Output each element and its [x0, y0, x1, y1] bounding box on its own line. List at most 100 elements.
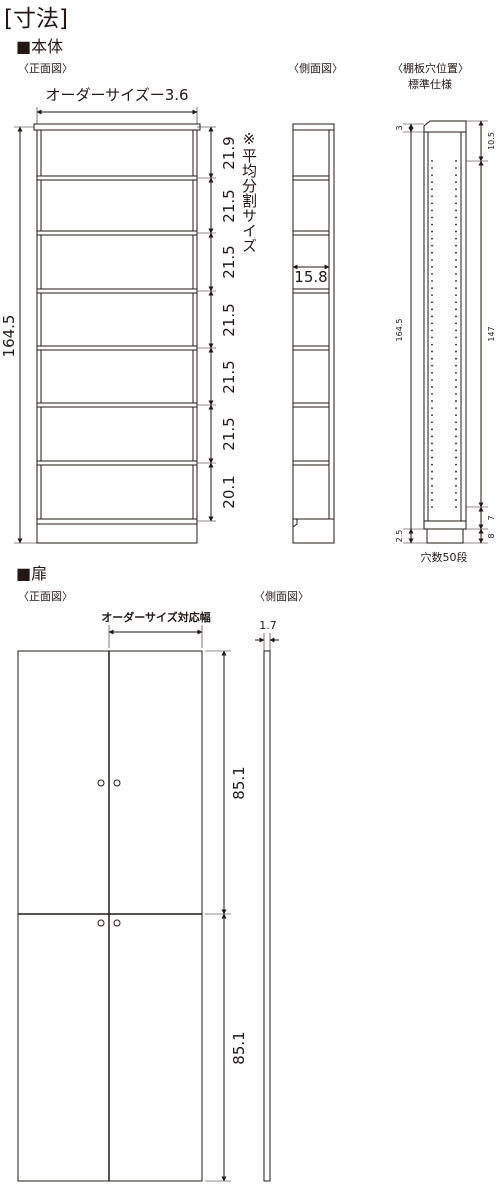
shelf-hole-dot: [455, 491, 457, 494]
shelf-hole-dot: [455, 407, 457, 410]
shelf-hole-dot: [455, 414, 457, 417]
shelf-hole-dot: [455, 456, 457, 459]
shelf-hole-dot: [431, 357, 433, 360]
door-knob-upper-right: [113, 779, 121, 787]
shelf-hole-dot: [431, 160, 433, 162]
shelf-hole-dot: [431, 251, 433, 254]
shelf-hole-label: 〈棚板穴位置〉: [392, 61, 469, 75]
shelf-spacing-2: 21.5: [220, 189, 238, 222]
door-knob-upper-left: [97, 779, 105, 787]
shelf-hole-dot: [455, 322, 457, 325]
shelf-hole-dot: [431, 237, 433, 240]
shelf-hole-dot: [431, 435, 433, 438]
shelf-hole-dot: [431, 484, 433, 487]
shelf-hole-dot: [455, 379, 457, 381]
door-upper-height: 85.1: [230, 766, 248, 799]
shelf-hole-dot: [455, 393, 457, 395]
shelf-hole-dot: [455, 315, 457, 318]
shelf-hole-dot: [455, 428, 457, 431]
shelf-hole-dot: [431, 491, 433, 494]
shelf-hole-dot: [431, 181, 433, 184]
shelf-hole-dot: [455, 251, 457, 254]
shelf-hole-dot: [455, 449, 457, 452]
shelf-5: [36, 402, 198, 408]
shelf-hole-dot: [455, 160, 457, 162]
shelf-hole-dot: [455, 202, 457, 205]
shelf-hole-dot: [455, 209, 457, 212]
shelf-spacing-6: 21.5: [220, 417, 238, 450]
shelf-spacing-5: 21.5: [220, 360, 238, 393]
shelf-hole-dot: [455, 294, 457, 297]
shelf-hole-dot: [431, 421, 433, 424]
shelf-hole-dot: [431, 407, 433, 410]
shelf-hole-dot: [431, 350, 433, 353]
hole-height-right: 147: [487, 326, 496, 341]
hole-top-offset: 3: [395, 125, 404, 130]
shelf-hole-dot: [431, 294, 433, 297]
shelf-hole-dot: [431, 209, 433, 212]
door-thickness-dimension: 1.7: [259, 619, 277, 632]
shelf-hole-dot: [431, 456, 433, 459]
shelf-hole-dot: [455, 470, 457, 473]
shelf-hole-dot: [431, 216, 433, 219]
hole-top-right-offset: 10.5: [487, 132, 496, 150]
shelf-hole-dot: [455, 506, 457, 508]
door-knob-lower-left: [97, 919, 105, 927]
shelf-hole-dot: [431, 371, 433, 374]
shelf-hole-dot: [455, 308, 457, 311]
shelf-hole-dot: [455, 421, 457, 424]
shelf-hole-dot: [455, 329, 457, 332]
door-width-dimension: オーダーサイズ対応幅: [101, 610, 210, 624]
door-knob-lower-right: [113, 919, 121, 927]
page-title: [寸法]: [4, 6, 68, 32]
shelf-hole-dot: [431, 174, 433, 177]
door-side-outline: [263, 650, 271, 1182]
shelf-hole-dot: [455, 435, 457, 438]
hole-bottom-left: 2.5: [395, 530, 404, 543]
shelf-hole-dot: [455, 463, 457, 466]
shelf-hole-dot: [455, 181, 457, 184]
shelf-hole-dot: [431, 167, 433, 169]
shelf-hole-dot: [431, 499, 433, 501]
shelf-hole-dot: [431, 322, 433, 325]
shelf-hole-dot: [455, 350, 457, 353]
shelf-hole-dot: [455, 484, 457, 487]
shelf-hole-dot: [455, 364, 457, 367]
shelf-hole-dot: [455, 400, 457, 402]
shelf-hole-dot: [455, 244, 457, 247]
shelf-2: [36, 230, 198, 236]
shelf-hole-dot: [455, 357, 457, 360]
shelf-hole-dot: [455, 216, 457, 219]
shelf-hole-dot: [455, 237, 457, 240]
door-outline: [17, 650, 203, 1182]
shelf-hole-dot: [431, 273, 433, 275]
body-front-label: 〈正面図〉: [18, 62, 73, 75]
shelf-hole-dot: [431, 230, 433, 233]
shelf-1: [36, 175, 198, 181]
door-side-view: 1.7: [255, 619, 279, 1182]
shelf-hole-dot: [431, 477, 433, 480]
shelf-hole-dot: [455, 371, 457, 374]
shelf-hole-dot: [431, 449, 433, 452]
shelf-hole-dot: [455, 301, 457, 304]
shelf-hole-dot: [455, 266, 457, 268]
shelf-hole-dot: [455, 386, 457, 388]
shelf-hole-dot: [431, 343, 433, 346]
hole-view-outline: [423, 131, 467, 530]
hole-count: 穴数50段: [421, 550, 468, 564]
shelf-hole-dot: [431, 266, 433, 268]
shelf-hole-dot: [455, 477, 457, 480]
shelf-hole-dot: [455, 442, 457, 445]
shelf-hole-dot: [455, 174, 457, 177]
side-shelf-5: [292, 402, 330, 408]
shelf-spacing-7: 20.1: [220, 475, 238, 508]
shelf-hole-dot: [455, 188, 457, 191]
shelf-hole-dot: [455, 499, 457, 501]
shelf-hole-dot: [455, 336, 457, 339]
door-lower-height: 85.1: [230, 1031, 248, 1064]
hole-bottom-right-2: 8: [487, 533, 496, 538]
body-side-label: 〈側面図〉: [288, 62, 343, 75]
door-heading: ■扉: [16, 564, 47, 583]
shelf-hole-dot: [431, 414, 433, 417]
